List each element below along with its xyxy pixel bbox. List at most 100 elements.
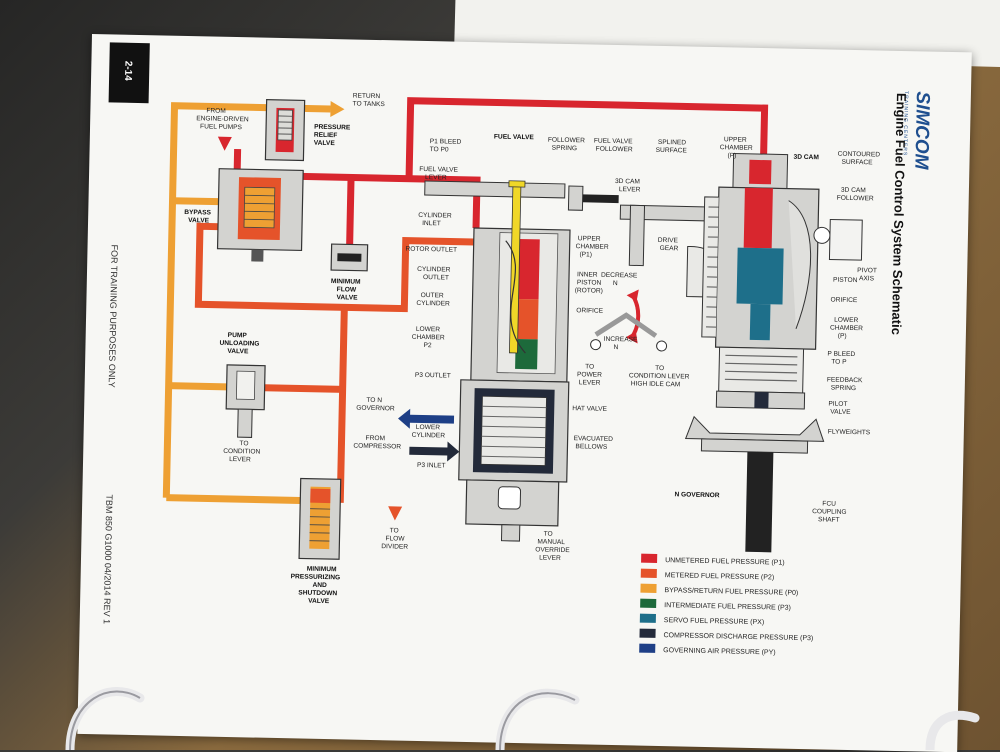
label-bellows-2: BELLOWS [575,443,608,451]
label-feedback-1: FEEDBACK [827,376,863,384]
label-lower-chamber-3: P2 [423,342,432,349]
label-decrease-2: N [613,280,618,287]
label-cyl-outlet-1: CYLINDER [417,266,451,274]
label-condition-3: LEVER [229,456,251,463]
label-power-1: TO [585,363,594,370]
label-unloading-1: PUMP [228,332,248,339]
unmetered-to-cam [405,97,769,179]
label-override-2: MANUAL [537,538,565,546]
legend-label-servo: SERVO FUEL PRESSURE (Px) [664,617,764,626]
metered-to-pressurizing [320,307,348,503]
label-ng-governor: N GOVERNOR [674,491,719,499]
pressure-relief-valve [264,99,306,162]
label-increase-2: N [613,344,618,351]
label-splined-1: SPLINED [658,139,687,147]
label-pilot-1: PILOT [828,401,847,408]
label-minflow-3: VALVE [336,294,358,301]
label-pivot-2: AXIS [859,275,875,282]
label-power-2: POWER [577,371,602,379]
unmetered-to-minflow [346,177,355,245]
label-cam-follower-1: 3D CAM [841,187,866,195]
label-lower-chamber-r-1: LOWER [834,317,859,325]
legend-label-intermediate: INTERMEDIATE FUEL PRESSURE (P3) [664,602,791,612]
label-minflow-2: FLOW [337,286,357,293]
legend-label-governing: GOVERNING AIR PRESSURE (Py) [663,647,776,656]
label-rotor-outlet: ROTOR OUTLET [405,246,457,254]
label-flow-divider-1: TO [390,527,399,534]
label-cylinder-inlet-2: INLET [422,220,441,227]
label-cam-follower-2: FOLLOWER [837,195,874,203]
label-pressurizing-2: PRESSURIZING [291,573,341,581]
label-lower-cyl-2: CYLINDER [412,432,446,440]
legend-label-compressor: COMPRESSOR DISCHARGE PRESSURE (P3) [663,632,813,642]
label-bellows-1: EVACUATED [574,435,614,443]
legend-swatch-governing [639,643,656,653]
label-relief-3: VALVE [314,140,336,147]
manual-page: 2-14 SIMCOM TRAINING CENTERS Engine Fuel… [77,34,972,752]
label-relief-1: PRESSURE [314,124,351,132]
label-pressurizing-5: VALVE [308,598,330,605]
label-ng-gov-2: GOVERNOR [356,405,395,413]
label-fvf-2: FOLLOWER [596,146,633,154]
label-return-tanks-1: RETURN [353,92,381,100]
label-condition-2: CONDITION [223,448,260,456]
label-splined-2: SURFACE [656,147,688,155]
label-p3-outlet: P3 OUTLET [415,372,451,380]
label-pressurizing-1: MINIMUM [307,566,337,574]
label-flow-divider-3: DIVIDER [381,543,408,551]
legend-swatch-metered [640,568,657,578]
compressor-arrow [409,441,460,462]
minimum-pressurizing-valve [298,477,342,560]
legend-swatch-bypass [640,583,657,593]
page-number-tab: 2-14 [108,42,150,104]
metered-loop [194,222,474,313]
brand-name: SIMCOM [910,91,933,171]
label-bypass-2: VALVE [188,217,210,224]
legend-swatch-unmetered [641,553,658,563]
label-drive-gear-2: GEAR [660,245,679,252]
label-lower-cyl-1: LOWER [416,424,441,432]
label-cam-lever-2: LEVER [619,186,641,193]
cam-governor-assembly [684,152,863,553]
label-from-pumps-1: FROM [206,107,226,114]
page-number: 2-14 [122,61,133,82]
label-power-3: LEVER [579,379,601,386]
label-minflow-1: MINIMUM [331,278,361,286]
training-notice: FOR TRAINING PURPOSES ONLY [107,244,120,387]
bypass-to-pressurizing [166,494,301,504]
label-contoured-2: SURFACE [841,159,873,167]
label-p1bleed-1: P1 BLEED [430,138,462,146]
label-follower-spring-1: FOLLOWER [548,137,585,145]
label-upper-chamber-3: (P1) [579,251,592,258]
label-flyweights: FLYWEIGHTS [828,428,871,436]
unloading-return [168,382,227,391]
label-outer-cyl-1: OUTER [421,292,444,299]
legend-swatch-compressor [639,628,656,638]
legend-swatch-servo [639,613,656,623]
label-3d-cam: 3D CAM [794,154,820,162]
label-lower-chamber-2: CHAMBER [412,334,445,342]
label-inner-piston-1: INNER [577,271,598,278]
label-upper-chamber-px-1: UPPER [724,136,747,143]
callouts: RETURN TO TANKS FROM ENGINE-DRIVEN FUEL … [184,92,880,605]
label-lower-chamber-r-3: (P) [838,333,847,340]
label-px-bleed-1: P BLEED [827,350,855,358]
label-ng-gov-1: TO N [366,397,382,404]
label-feedback-2: SPRING [831,385,856,393]
label-fvl-2: LEVER [425,174,447,181]
label-outer-cyl-2: CYLINDER [416,300,450,308]
label-fvf-1: FUEL VALVE [594,138,633,146]
inlet-arrow [217,136,232,151]
label-compressor-1: FROM [366,435,386,442]
label-upper-chamber-px-2: CHAMBER [720,144,753,152]
label-override-1: TO [544,531,553,538]
label-inner-piston-2: PISTON [577,279,602,287]
decrease-increase-arrow [630,294,641,339]
page-title: Engine Fuel Control System Schematic [889,93,909,335]
label-unloading-3: VALVE [227,348,249,355]
label-drive-gear-1: DRIVE [658,237,679,244]
label-return-tanks-2: TO TANKS [353,100,386,108]
label-fcu-2: COUPLING [812,508,847,516]
label-hat-valve: HAT VALVE [572,405,607,413]
bypass-valve [216,168,304,262]
